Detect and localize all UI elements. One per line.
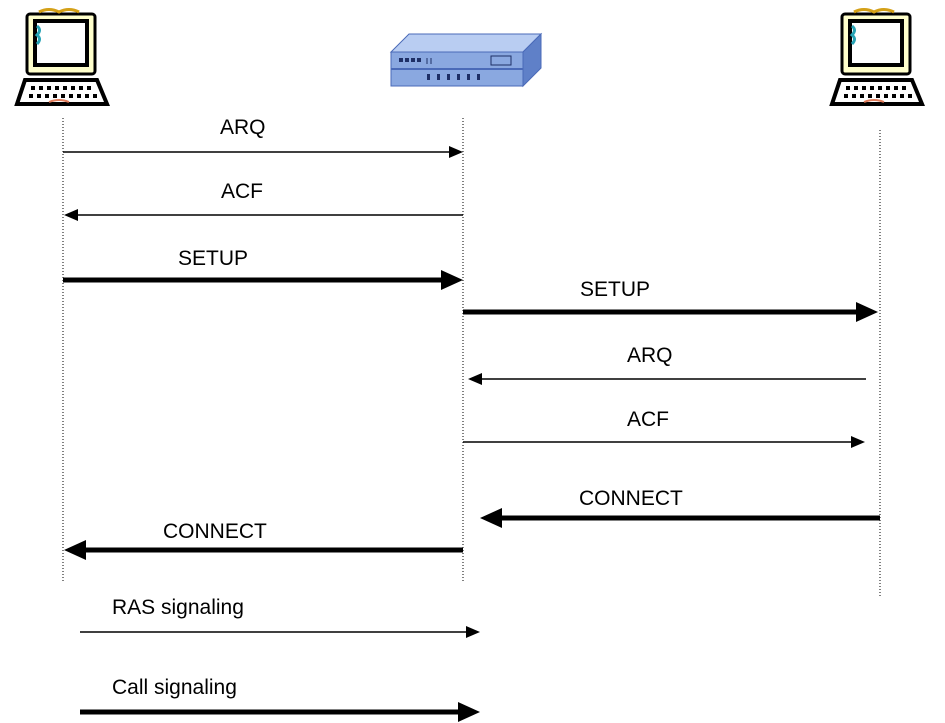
- message-setup-a: SETUP: [63, 247, 463, 290]
- svg-text:ARQ: ARQ: [627, 344, 673, 367]
- message-acf-a: ACF: [64, 180, 463, 221]
- message-connect-a: CONNECT: [64, 520, 463, 560]
- svg-text:CONNECT: CONNECT: [163, 520, 267, 543]
- svg-text:RAS signaling: RAS signaling: [112, 596, 244, 619]
- svg-text:ACF: ACF: [221, 180, 263, 203]
- legend-call-signaling: Call signaling: [80, 676, 480, 722]
- message-setup-b: SETUP: [463, 278, 878, 322]
- svg-text:ACF: ACF: [627, 408, 669, 431]
- message-acf-b: ACF: [463, 408, 865, 448]
- svg-text:ARQ: ARQ: [220, 116, 266, 139]
- terminal-b-icon: [830, 7, 924, 106]
- svg-text:SETUP: SETUP: [580, 278, 650, 301]
- svg-text:SETUP: SETUP: [178, 247, 248, 270]
- svg-text:Call signaling: Call signaling: [112, 676, 237, 699]
- message-arq-a: ARQ: [63, 116, 463, 158]
- message-arq-b: ARQ: [468, 344, 866, 385]
- terminal-a-icon: [15, 7, 109, 106]
- legend-ras-signaling: RAS signaling: [80, 596, 480, 638]
- gatekeeper-device-icon: [390, 33, 542, 87]
- message-connect-b: CONNECT: [480, 487, 880, 528]
- svg-text:CONNECT: CONNECT: [579, 487, 683, 510]
